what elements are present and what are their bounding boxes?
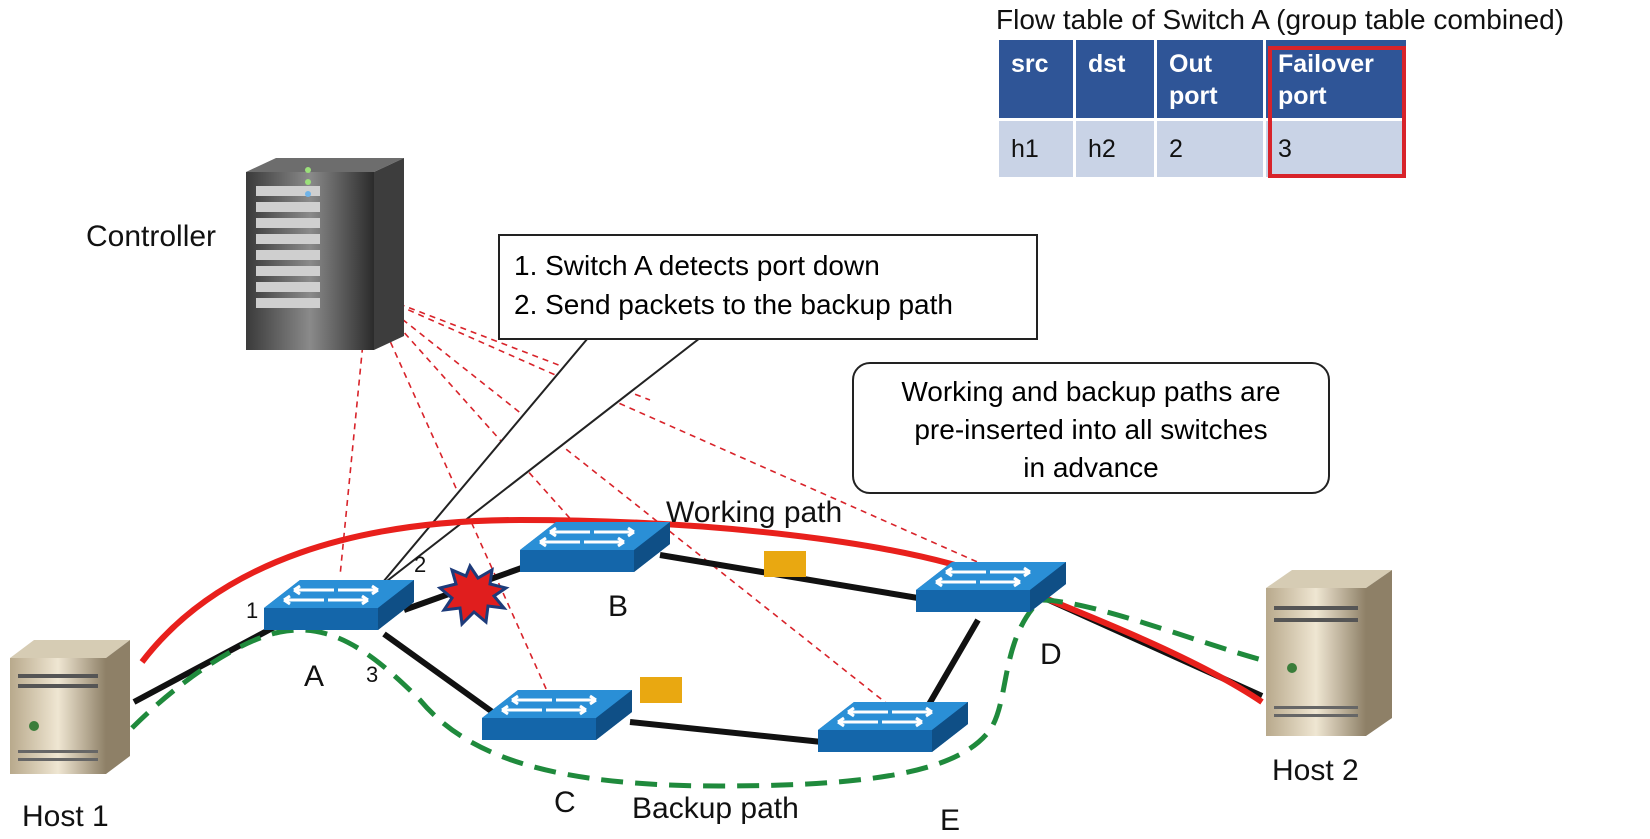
link-failure-burst-icon [436,562,510,628]
flow-table-cell-dst: h2 [1076,118,1154,177]
controller-server-icon [246,158,404,350]
flow-table-cell-failover-port: 3 [1266,118,1406,177]
link-e-d [925,618,981,708]
controller-label: Controller [86,220,217,253]
switch-e-label: E [940,804,961,837]
link-a-c [382,631,500,719]
flow-table-header-out-port: Out port [1157,40,1263,118]
packet-backup [640,677,682,703]
note-line-2: pre-inserted into all switches [914,414,1268,445]
switch-d-icon [914,560,1068,614]
callout-line-2: 2. Send packets to the backup path [514,289,953,320]
control-link-d [367,291,1001,573]
link-b-d [659,552,931,603]
working-path-label: Working path [666,496,843,529]
port-1-label: 1 [246,598,259,623]
switch-e-icon [816,700,970,754]
switch-d-label: D [1040,638,1062,671]
control-link-b [367,291,601,553]
flow-table-cell-out-port: 2 [1157,118,1263,177]
switch-b-label: B [608,590,629,623]
flow-table-header-src: src [999,40,1073,118]
working-path-line [139,516,1264,705]
link-host1-a [132,621,282,705]
note-line-3: in advance [1023,452,1159,483]
flow-table-header-failover-port: Failover port [1266,40,1406,118]
note-line-1: Working and backup paths are [901,376,1281,407]
packet-working [764,551,806,577]
link-c-e [629,719,823,745]
switch-c-icon [480,688,634,742]
switch-c-label: C [554,786,576,819]
port-2-label: 2 [414,552,427,577]
flow-table-cell-src: h1 [999,118,1073,177]
control-link-e [367,291,901,715]
switch-b-icon [518,520,672,574]
flow-table: src dst Out port Failover port h1 h2 2 3 [996,40,1409,177]
callout-line-1: 1. Switch A detects port down [514,250,880,281]
flow-table-header-dst: dst [1076,40,1154,118]
switch-a-label: A [304,660,325,693]
port-3-label: 3 [366,662,379,687]
host1-server-icon [10,640,130,774]
switch-a-icon [262,578,416,632]
backup-path-line [130,597,1263,789]
failover-highlight-box [1268,46,1406,178]
flow-table-title: Flow table of Switch A (group table comb… [996,4,1565,35]
host2-server-icon [1266,570,1392,736]
preinsert-note: Working and backup paths are pre-inserte… [852,362,1330,494]
host1-label: Host 1 [22,800,109,833]
failure-callout: 1. Switch A detects port down 2. Send pa… [498,234,1038,340]
host2-label: Host 2 [1272,754,1359,787]
backup-path-label: Backup path [632,792,799,825]
